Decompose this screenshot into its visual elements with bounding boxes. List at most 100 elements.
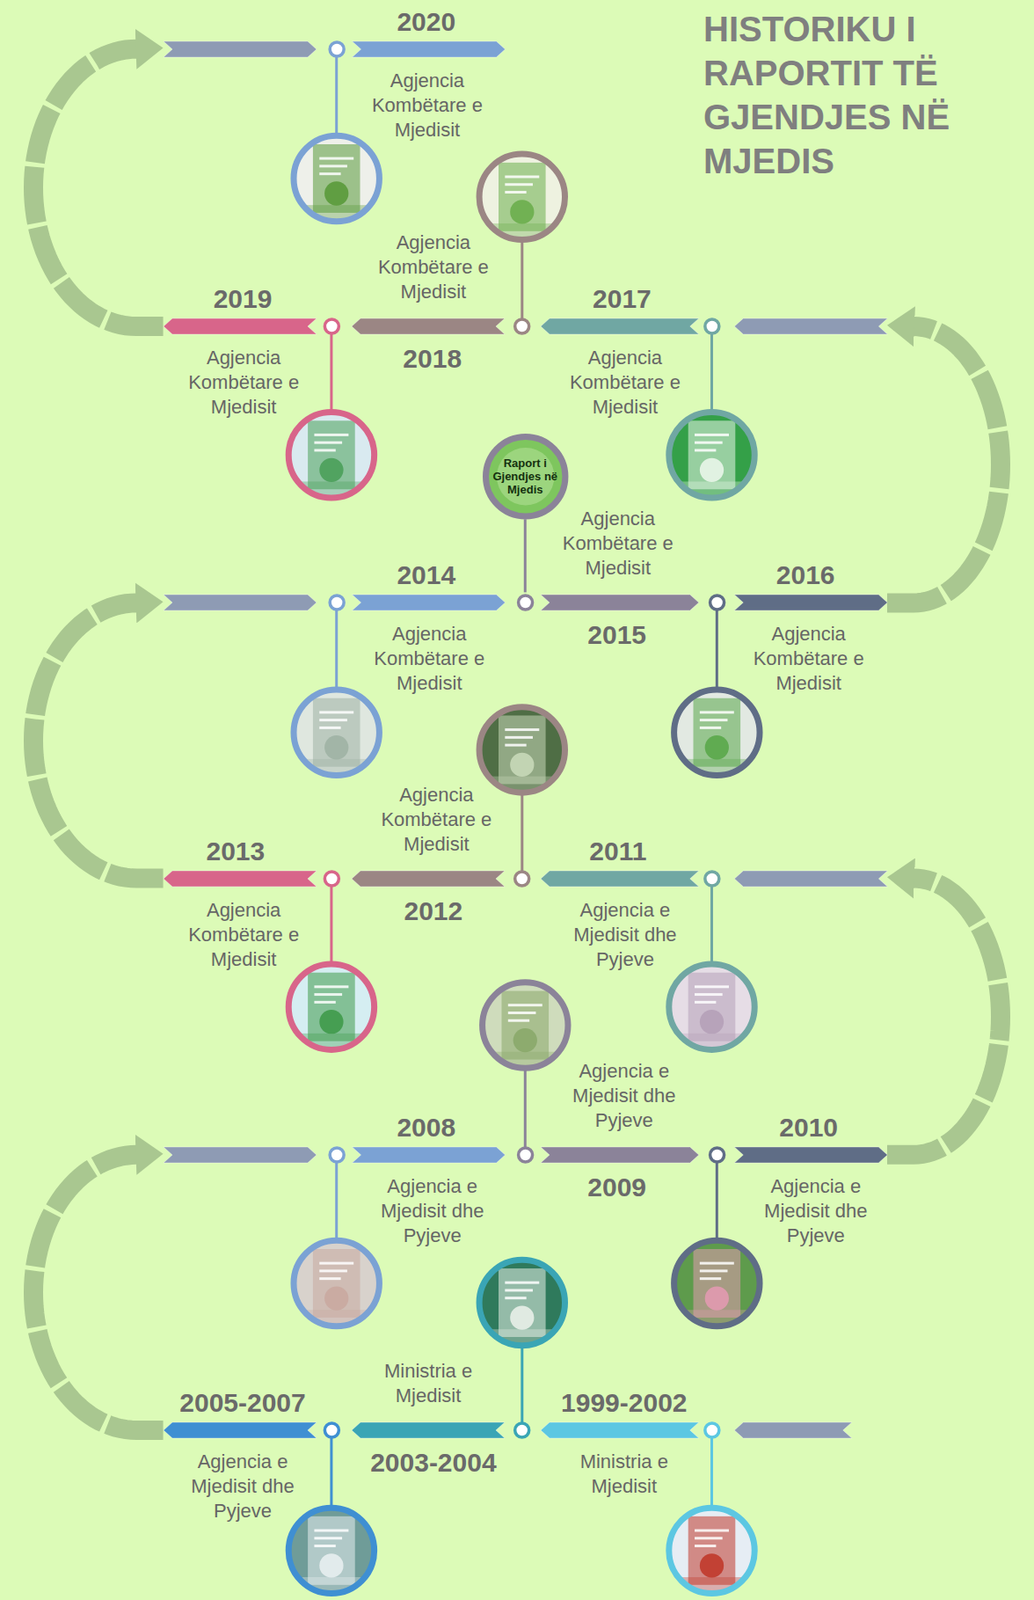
timeline-dot bbox=[324, 319, 339, 334]
cover-line bbox=[504, 1296, 526, 1299]
cover-line bbox=[504, 728, 539, 731]
agency-label: Agjencia Kombëtare e Mjedisit bbox=[559, 345, 692, 420]
cover-line bbox=[313, 1543, 335, 1547]
timeline-dot bbox=[709, 1147, 724, 1162]
timeline-dot bbox=[709, 595, 724, 610]
cover-ring bbox=[479, 706, 565, 793]
stem-line bbox=[334, 602, 338, 690]
agency-label: Agjencia e Mjedisit dhe Pyjeve bbox=[750, 1173, 882, 1248]
year-label: 2011 bbox=[589, 836, 647, 867]
agency-label: Agjencia Kombëtare e Mjedisit bbox=[177, 345, 310, 420]
timeline-bar: 2015Agjencia Kombëtare e Mjedisit bbox=[515, 591, 700, 613]
cover-page bbox=[307, 972, 356, 1042]
flow-arrow bbox=[33, 1154, 164, 1430]
agency-label: Agjencia e Mjedisit dhe Pyjeve bbox=[176, 1449, 309, 1523]
stem-line bbox=[329, 1429, 333, 1508]
cover-page bbox=[498, 162, 547, 232]
timeline-dot bbox=[517, 595, 532, 610]
timeline-dot bbox=[329, 42, 344, 57]
arrow-bar bbox=[163, 1421, 317, 1438]
cover-line bbox=[504, 190, 526, 194]
year-label: 2017 bbox=[592, 283, 652, 314]
cover-line bbox=[504, 1281, 539, 1284]
report-cover bbox=[674, 1239, 760, 1331]
cover-ring bbox=[288, 1507, 374, 1593]
agency-label: Ministria e Mjedisit bbox=[362, 1358, 495, 1408]
agency-label: Agjencia Kombëtare e Mjedisit bbox=[552, 506, 685, 581]
arrow-bar bbox=[351, 318, 505, 335]
cover-figure bbox=[324, 1285, 349, 1310]
arrow-bar bbox=[163, 1146, 317, 1163]
cover-line bbox=[694, 1528, 729, 1531]
stem-line bbox=[524, 1067, 527, 1155]
report-cover bbox=[479, 153, 565, 245]
timeline-dot bbox=[705, 1422, 720, 1437]
node-shape bbox=[540, 1419, 852, 1441]
report-cover bbox=[674, 689, 760, 780]
arrow-bar bbox=[163, 318, 317, 335]
cover-line bbox=[313, 1536, 343, 1539]
year-label: 2005-2007 bbox=[179, 1387, 306, 1418]
cover-page bbox=[313, 144, 361, 213]
cover-figure bbox=[699, 458, 724, 482]
cover-figure bbox=[699, 1009, 724, 1034]
cover-line bbox=[319, 1261, 354, 1265]
report-circle: Raport i Gjendjes në Mjedis bbox=[482, 433, 568, 519]
cover-line bbox=[504, 182, 533, 186]
cover-figure bbox=[509, 199, 534, 224]
report-circle-outline bbox=[485, 436, 565, 516]
cover-ring bbox=[674, 1239, 760, 1326]
cover-line bbox=[319, 1276, 341, 1280]
timeline-dot bbox=[324, 871, 339, 886]
agency-label: Agjencia Kombëtare e Mjedisit bbox=[177, 897, 310, 972]
agency-label: Agjencia Kombëtare e Mjedisit bbox=[363, 621, 496, 696]
node-shape bbox=[163, 1143, 506, 1166]
cover-line bbox=[699, 710, 735, 714]
timeline-dot bbox=[329, 1147, 344, 1162]
timeline-bar: 2009Agjencia e Mjedisit dhe Pyjeve bbox=[515, 1143, 700, 1166]
cover-line bbox=[319, 172, 341, 175]
cover-line bbox=[319, 726, 341, 729]
arrow-bar bbox=[351, 594, 505, 611]
arrow-bar bbox=[734, 1421, 852, 1438]
cover-ring bbox=[293, 1239, 379, 1326]
cover-line bbox=[508, 1003, 543, 1006]
node-shape bbox=[515, 591, 700, 613]
timeline-bar: 2008Agjencia e Mjedisit dhe Pyjeve bbox=[163, 1143, 506, 1166]
cover-page bbox=[688, 420, 736, 489]
cover-line bbox=[699, 718, 729, 721]
arrow-bar bbox=[540, 594, 700, 611]
timeline-bar: 2011Agjencia e Mjedisit dhe Pyjeve bbox=[540, 867, 888, 889]
arrow-bar bbox=[351, 1146, 505, 1163]
arrow-bar bbox=[540, 870, 700, 887]
report-cover bbox=[669, 412, 755, 503]
cover-line bbox=[319, 710, 354, 714]
cover-figure bbox=[319, 1552, 343, 1577]
arrow-bar bbox=[351, 870, 505, 887]
report-cover bbox=[293, 689, 379, 780]
agency-label: Agjencia e Mjedisit dhe Pyjeve bbox=[558, 1058, 691, 1133]
node-shape bbox=[515, 1143, 700, 1166]
cover-line bbox=[313, 984, 349, 988]
arrow-bar bbox=[540, 318, 700, 335]
report-title: Raport i Gjendjes në Mjedis bbox=[489, 456, 561, 496]
report-cover bbox=[293, 135, 379, 226]
node-shape bbox=[163, 1419, 343, 1441]
node-shape bbox=[163, 315, 343, 337]
cover-page bbox=[498, 714, 547, 784]
timeline-dot bbox=[515, 871, 530, 886]
cover-figure bbox=[705, 735, 729, 759]
timeline-bar: 2019Agjencia Kombëtare e Mjedisit bbox=[163, 315, 343, 337]
cover-line bbox=[313, 1528, 349, 1531]
timeline-bar: 1999-2002Ministria e Mjedisit bbox=[540, 1419, 852, 1441]
cover-page bbox=[307, 1515, 356, 1585]
cover-line bbox=[504, 735, 533, 739]
node-shape bbox=[163, 867, 343, 889]
cover-line bbox=[313, 1000, 335, 1004]
cover-line bbox=[694, 448, 716, 452]
cover-line bbox=[319, 1268, 348, 1272]
cover-line bbox=[694, 1543, 716, 1547]
year-label: 2012 bbox=[404, 895, 464, 926]
arrow-bar bbox=[351, 1421, 505, 1438]
